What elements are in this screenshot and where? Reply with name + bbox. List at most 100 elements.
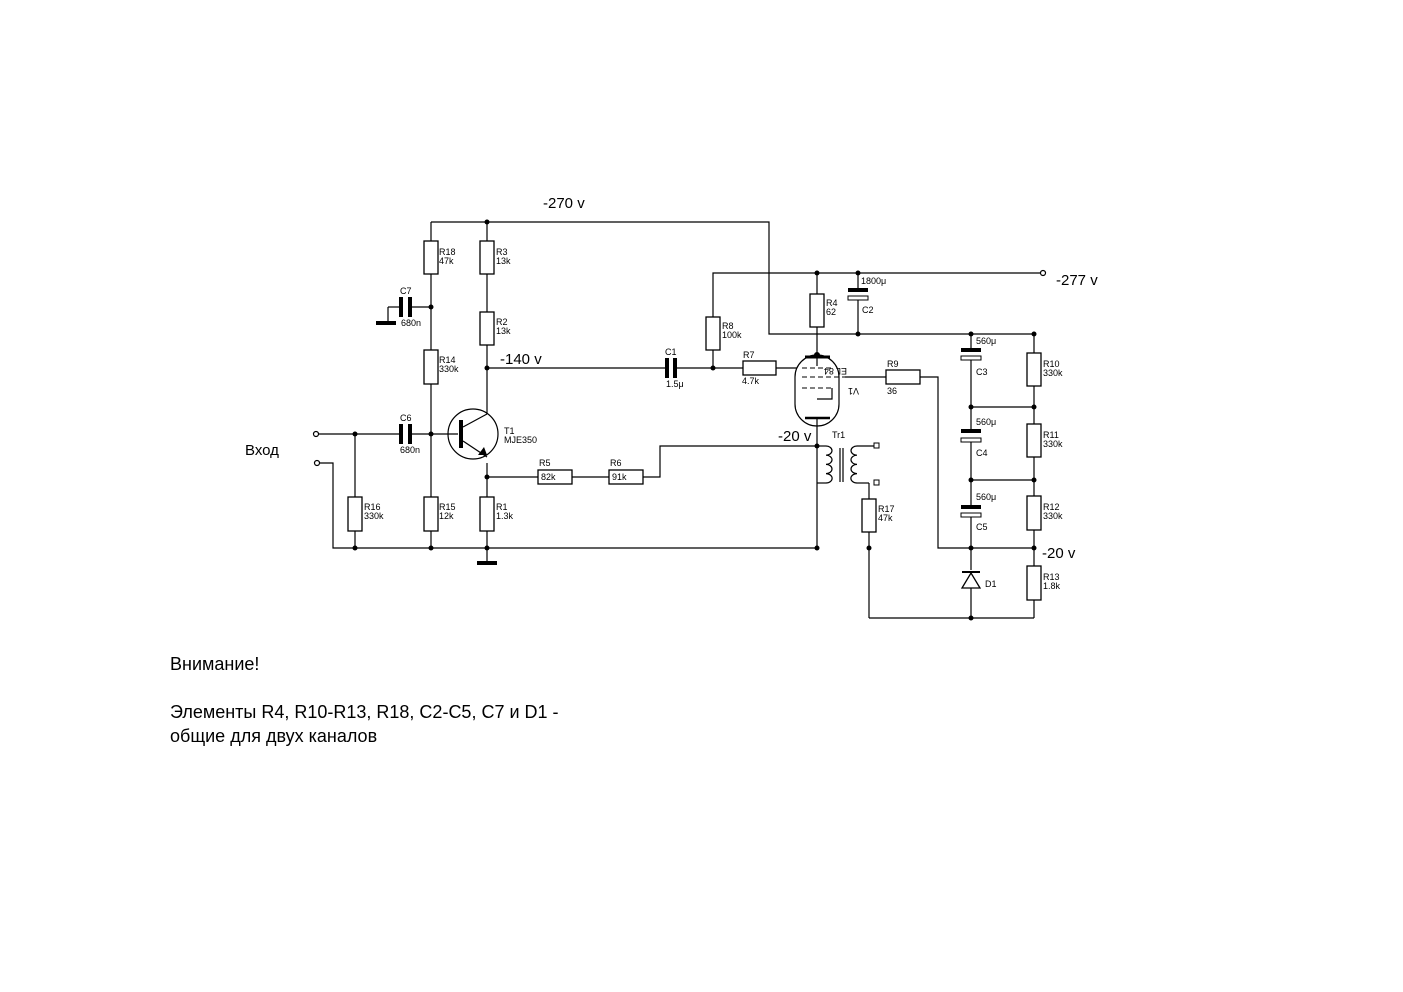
label-c4-value: 560μ xyxy=(976,417,996,427)
label-r5-ref: R5 xyxy=(539,458,551,468)
label-r8-ref: R8 xyxy=(722,321,734,331)
label-r8-value: 100k xyxy=(722,330,742,340)
label-tr1-ref: Tr1 xyxy=(832,430,845,440)
label-c6-ref: C6 xyxy=(400,413,412,423)
capacitor-c1 xyxy=(665,358,669,378)
label-c3-ref: C3 xyxy=(976,367,988,377)
label-r17-ref: R17 xyxy=(878,504,895,514)
transformer-tr1 xyxy=(825,442,880,486)
resistor-r9 xyxy=(885,369,921,385)
resistor-r12 xyxy=(1026,495,1042,531)
label-r10-value: 330k xyxy=(1043,368,1063,378)
ground-symbol-main xyxy=(477,561,497,565)
label-r13-value: 1.8k xyxy=(1043,581,1061,591)
resistor-r18 xyxy=(423,240,439,275)
capacitor-c4 xyxy=(961,429,981,433)
label-r11-value: 330k xyxy=(1043,439,1063,449)
input-terminal-1 xyxy=(312,430,320,438)
label-c3-value: 560μ xyxy=(976,336,996,346)
resistor-r3 xyxy=(479,240,495,275)
voltage-top-rail: -270 v xyxy=(543,195,585,212)
label-c4-ref: C4 xyxy=(976,448,988,458)
resistor-r2 xyxy=(479,311,495,346)
note-title: Внимание! xyxy=(170,654,260,674)
note-line-1: Элементы R4, R10-R13, R18, C2-C5, C7 и D… xyxy=(170,702,559,722)
resistor-r7 xyxy=(742,360,777,376)
label-c1-value: 1.5μ xyxy=(666,379,684,389)
label-r18-value: 47k xyxy=(439,256,454,266)
label-r2-value: 13k xyxy=(496,326,511,336)
label-c2-ref: C2 xyxy=(862,305,874,315)
label-r1-value: 1.3k xyxy=(496,511,514,521)
label-r13-ref: R13 xyxy=(1043,572,1060,582)
label-r4-ref: R4 xyxy=(826,298,838,308)
note-line-2: общие для двух каналов xyxy=(170,726,378,746)
label-t1-ref: T1 xyxy=(504,426,515,436)
resistor-r17 xyxy=(861,498,877,533)
voltage-divider: -20 v xyxy=(1042,545,1076,562)
input-terminal-2 xyxy=(313,459,321,467)
resistor-r6 xyxy=(608,469,644,485)
label-r3-value: 13k xyxy=(496,256,511,266)
capacitor-c6 xyxy=(399,424,403,444)
label-v1-value: EL 84 xyxy=(824,366,847,376)
label-c7-value: 680n xyxy=(401,318,421,328)
resistor-r8 xyxy=(705,316,721,351)
label-r5-value: 82k xyxy=(541,472,556,482)
tr1-terminal-top xyxy=(873,442,880,449)
resistor-r13 xyxy=(1026,565,1042,601)
capacitor-c2 xyxy=(848,288,868,292)
label-c2-value: 1800μ xyxy=(861,276,886,286)
resistor-r14 xyxy=(423,349,439,385)
label-t1-value: MJE350 xyxy=(504,435,537,445)
label-r14-ref: R14 xyxy=(439,355,456,365)
label-v1-ref: V1 xyxy=(848,386,859,396)
resistor-r4 xyxy=(809,293,825,328)
resistor-r11 xyxy=(1026,423,1042,458)
label-r18-ref: R18 xyxy=(439,247,456,257)
label-r7-ref: R7 xyxy=(743,350,755,360)
wires xyxy=(319,221,1041,619)
supply-terminal xyxy=(1039,269,1047,277)
label-r9-value: 36 xyxy=(887,386,897,396)
label-d1-ref: D1 xyxy=(985,579,997,589)
label-r6-ref: R6 xyxy=(610,458,622,468)
label-r14-value: 330k xyxy=(439,364,459,374)
label-r15-value: 12k xyxy=(439,511,454,521)
input-label: Вход xyxy=(245,442,279,459)
resistor-r15 xyxy=(423,496,439,532)
label-r11-ref: R11 xyxy=(1043,430,1059,440)
label-r12-ref: R12 xyxy=(1043,502,1060,512)
resistor-r16 xyxy=(347,496,363,532)
tr1-terminal-bottom xyxy=(873,479,880,486)
component-labels: R18 47k R3 13k C7 680n R2 13k R14 330k C… xyxy=(364,247,1063,591)
label-c5-value: 560μ xyxy=(976,492,996,502)
ground-symbol-c7 xyxy=(376,321,396,325)
label-r2-ref: R2 xyxy=(496,317,508,327)
voltage-collector: -140 v xyxy=(500,351,542,368)
capacitor-c7 xyxy=(399,297,403,317)
label-r10-ref: R10 xyxy=(1043,359,1060,369)
label-r17-value: 47k xyxy=(878,513,893,523)
label-r9-ref: R9 xyxy=(887,359,899,369)
label-r4-value: 62 xyxy=(826,307,836,317)
capacitors xyxy=(399,288,982,518)
label-c7-ref: C7 xyxy=(400,286,412,296)
capacitor-c5 xyxy=(961,505,981,509)
label-r12-value: 330k xyxy=(1043,511,1063,521)
label-r1-ref: R1 xyxy=(496,502,508,512)
capacitor-c3 xyxy=(961,348,981,352)
label-r15-ref: R15 xyxy=(439,502,456,512)
resistor-r5 xyxy=(537,469,573,485)
label-r7-value: 4.7k xyxy=(742,376,760,386)
diode-d1 xyxy=(960,571,982,589)
label-c1-ref: C1 xyxy=(665,347,677,357)
label-c6-value: 680n xyxy=(400,445,420,455)
label-r6-value: 91k xyxy=(612,472,627,482)
resistors xyxy=(347,240,1042,601)
label-r16-ref: R16 xyxy=(364,502,381,512)
terminals xyxy=(312,269,1047,467)
label-c5-ref: C5 xyxy=(976,522,988,532)
junctions xyxy=(352,219,1037,621)
